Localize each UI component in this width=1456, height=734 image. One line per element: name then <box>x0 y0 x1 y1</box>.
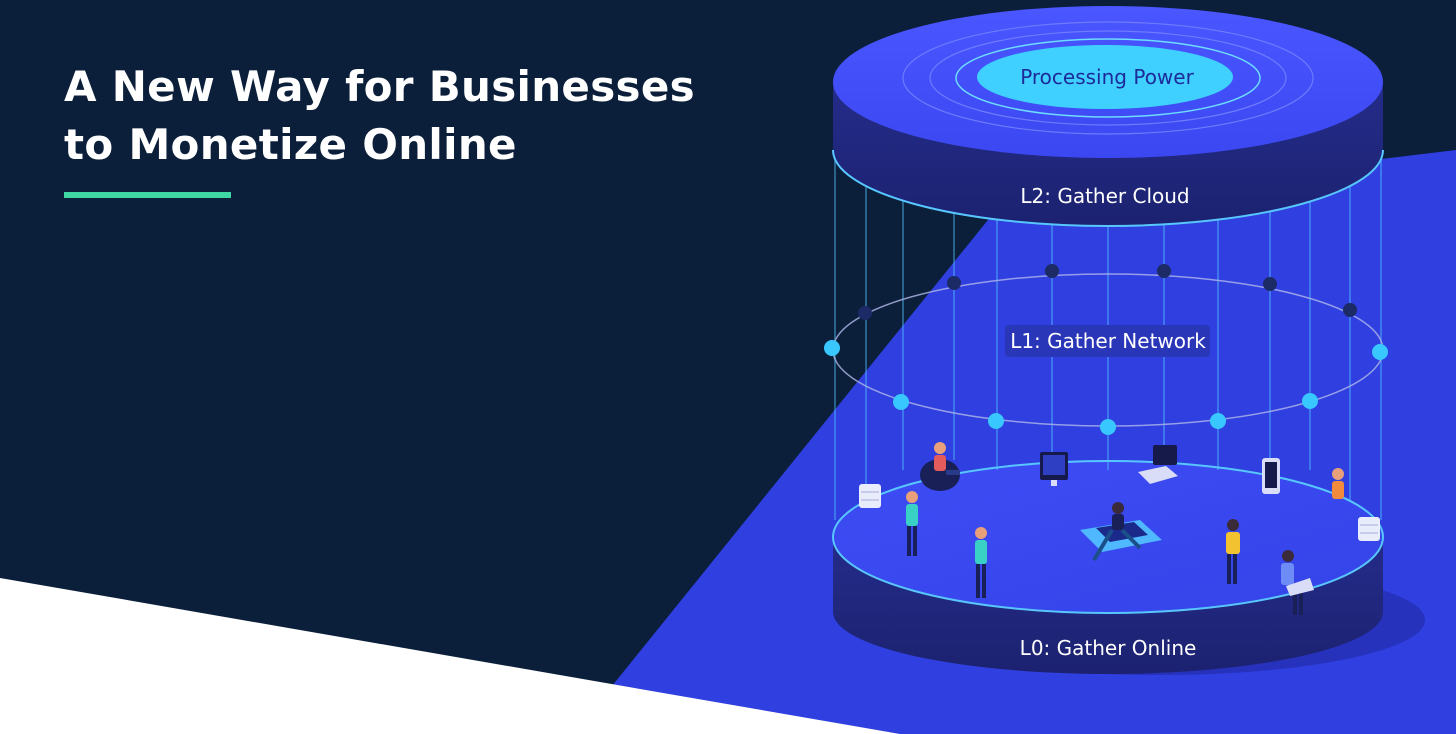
server-icon <box>859 484 881 508</box>
l0-label: L0: Gather Online <box>1020 636 1197 660</box>
l1-label-bg <box>1005 325 1210 357</box>
person-icon <box>920 442 960 491</box>
person-icon <box>1092 502 1142 562</box>
processing-power-label: Processing Power <box>1020 65 1194 89</box>
tablet-icon <box>1262 458 1280 494</box>
person-icon <box>1332 468 1344 499</box>
laptop-icon <box>1138 445 1178 484</box>
hero-title: A New Way for Businesses to Monetize Onl… <box>64 58 764 174</box>
hero-title-line-2: to Monetize Online <box>64 120 517 169</box>
hero-title-line-1: A New Way for Businesses <box>64 62 695 111</box>
accent-underline <box>64 192 231 198</box>
l1-label: L1: Gather Network <box>1010 329 1206 353</box>
person-icon <box>1281 550 1314 615</box>
white-band <box>0 578 900 734</box>
monitor-icon <box>1040 452 1068 486</box>
person-icon <box>975 527 987 598</box>
processing-power-badge <box>977 45 1233 109</box>
l2-label: L2: Gather Cloud <box>1020 184 1189 208</box>
person-icon <box>906 491 918 556</box>
network-nodes <box>824 264 1388 435</box>
person-icon <box>1226 519 1240 584</box>
server-icon <box>1358 517 1380 541</box>
